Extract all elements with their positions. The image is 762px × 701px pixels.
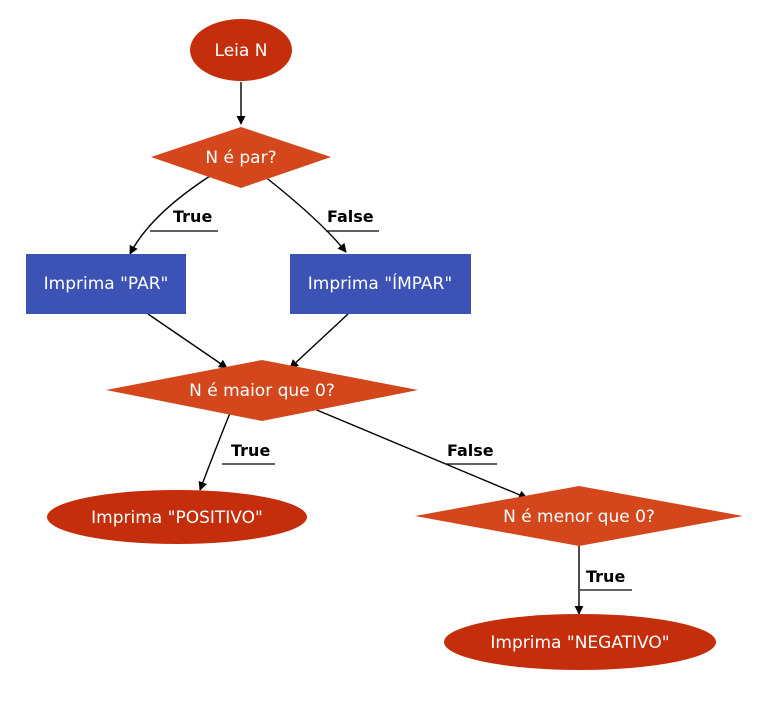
node-print-par: Imprima "PAR" (26, 254, 186, 314)
node-decision-maior-label: N é maior que 0? (189, 381, 335, 401)
edge-label-menor-true: True (586, 567, 625, 586)
node-print-positivo: Imprima "POSITIVO" (47, 490, 307, 544)
edge-label-maior-true: True (231, 441, 270, 460)
node-decision-par: N é par? (151, 127, 331, 188)
edge-labels: True False True False True (150, 207, 632, 591)
node-print-positivo-label: Imprima "POSITIVO" (91, 508, 263, 528)
node-decision-par-label: N é par? (205, 148, 276, 168)
edge-label-maior-false: False (447, 441, 494, 460)
edge-par-to-maior (147, 313, 228, 369)
node-print-negativo: Imprima "NEGATIVO" (444, 614, 716, 670)
node-print-negativo-label: Imprima "NEGATIVO" (490, 633, 669, 653)
edge-impar-to-maior (289, 313, 349, 369)
node-start-label: Leia N (215, 41, 268, 61)
edges (129, 82, 584, 615)
node-decision-menor: N é menor que 0? (415, 486, 743, 546)
node-print-par-label: Imprima "PAR" (44, 274, 169, 294)
edge-par-true (129, 175, 211, 255)
edge-par-false (263, 175, 347, 253)
edge-label-par-true: True (173, 207, 212, 226)
edge-maior-false (311, 407, 528, 500)
edge-label-par-false: False (327, 207, 374, 226)
node-decision-maior: N é maior que 0? (106, 360, 418, 421)
edge-maior-true (198, 407, 233, 491)
node-decision-menor-label: N é menor que 0? (503, 507, 655, 527)
node-start: Leia N (190, 19, 292, 81)
node-print-impar-label: Imprima "ÍMPAR" (308, 272, 452, 294)
node-print-impar: Imprima "ÍMPAR" (290, 254, 471, 314)
